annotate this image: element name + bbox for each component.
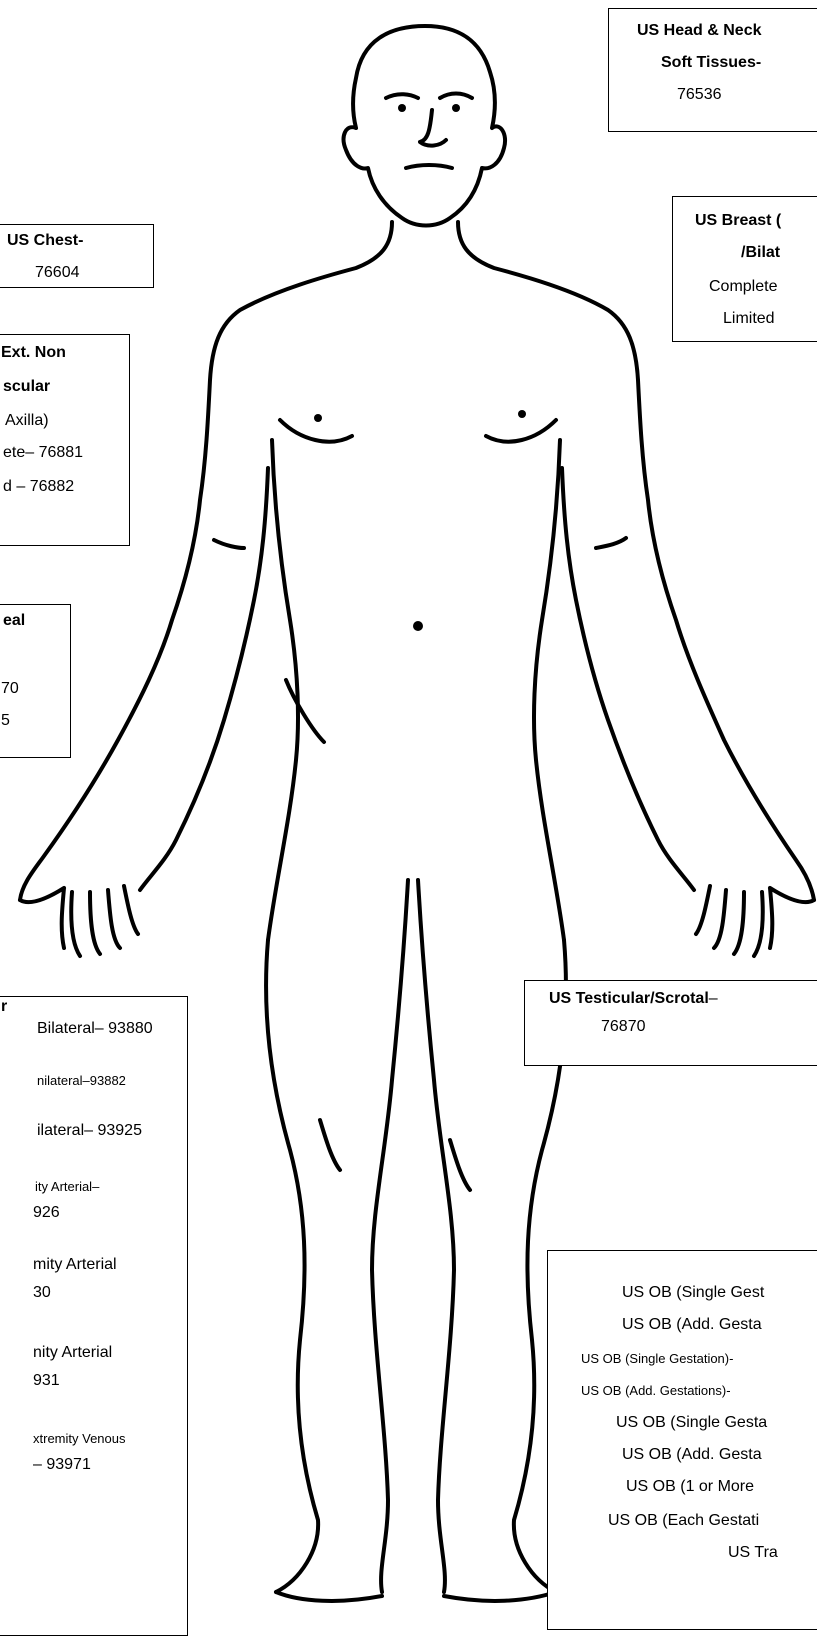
ob-item-8: US OB (Each Gestati <box>608 1513 759 1529</box>
head-neck-box: US Head & Neck Soft Tissues- 76536 <box>608 8 817 132</box>
vascular-item-5a: mity Arterial <box>33 1257 117 1273</box>
breast-box: US Breast ( /Bilat Complete Limited <box>672 196 817 342</box>
left-inner-arm <box>140 468 268 890</box>
eal-title: eal <box>3 613 25 629</box>
vascular-item-2: nilateral–93882 <box>37 1073 126 1089</box>
breast-complete: Complete <box>709 279 777 295</box>
breast-subtitle: /Bilat <box>741 245 780 261</box>
ob-box: US OB (Single Gest US OB (Add. Gesta US … <box>547 1250 817 1630</box>
box-eal: eal 70 5 <box>0 604 71 758</box>
vascular-item-6a: nity Arterial <box>33 1345 112 1361</box>
vascular-item-4a: ity Arterial– <box>35 1179 99 1195</box>
ob-item-6: US OB (Add. Gesta <box>622 1447 762 1463</box>
eyebrows <box>386 94 472 99</box>
testicular-code: 76870 <box>601 1019 646 1035</box>
nose <box>420 110 446 146</box>
ob-item-3: US OB (Single Gestation)- <box>581 1351 733 1367</box>
eal-code-1: 70 <box>1 681 19 697</box>
ob-item-9: US Tra <box>728 1545 778 1561</box>
ob-item-1: US OB (Single Gest <box>622 1285 764 1301</box>
vascular-item-5b: 30 <box>33 1285 51 1301</box>
upper-ext-axilla: Axilla) <box>5 413 49 429</box>
upper-ext-subtitle: scular <box>3 379 50 395</box>
upper-extremity-box: Ext. Non scular Axilla) ete– 76881 d – 7… <box>0 334 130 546</box>
chest-box: US Chest- 76604 <box>0 224 154 288</box>
mouth <box>406 165 452 168</box>
testicular-title: US Testicular/Scrotal– <box>549 991 718 1007</box>
left-eye <box>398 104 406 112</box>
vascular-item-4b: 926 <box>33 1205 60 1221</box>
head-neck-code: 76536 <box>677 87 722 103</box>
testicular-box: US Testicular/Scrotal– 76870 <box>524 980 817 1066</box>
ob-item-4: US OB (Add. Gestations)- <box>581 1383 731 1399</box>
chest-code: 76604 <box>35 265 80 281</box>
vascular-item-3: ilateral– 93925 <box>37 1123 142 1139</box>
chest-title: US Chest- <box>7 233 83 249</box>
torso-outline <box>20 222 392 900</box>
ob-item-5: US OB (Single Gesta <box>616 1415 767 1431</box>
left-leg-outer <box>266 940 318 1592</box>
vascular-item-1: Bilateral– 93880 <box>37 1021 153 1037</box>
breast-limited: Limited <box>723 311 775 327</box>
eal-code-2: 5 <box>1 713 10 729</box>
vascular-item-7a: xtremity Venous <box>33 1431 126 1447</box>
vascular-item-6b: 931 <box>33 1373 60 1389</box>
vascular-box: r Bilateral– 93880 nilateral–93882 ilate… <box>0 996 188 1636</box>
left-nipple <box>314 414 322 422</box>
ob-item-7: US OB (1 or More <box>626 1479 754 1495</box>
upper-ext-complete: ete– 76881 <box>3 445 83 461</box>
navel <box>413 621 423 631</box>
left-hand <box>20 886 138 956</box>
breast-title: US Breast ( <box>695 213 781 229</box>
head-neck-subtitle: Soft Tissues- <box>661 55 761 71</box>
inner-legs <box>372 880 408 1592</box>
upper-ext-limited: d – 76882 <box>3 479 74 495</box>
vascular-item-7b: – 93971 <box>33 1457 91 1473</box>
head-neck-title: US Head & Neck <box>637 23 762 39</box>
vascular-title: r <box>1 999 7 1015</box>
ob-item-2: US OB (Add. Gesta <box>622 1317 762 1333</box>
upper-ext-title: Ext. Non <box>1 345 66 361</box>
head-outline <box>344 26 505 226</box>
